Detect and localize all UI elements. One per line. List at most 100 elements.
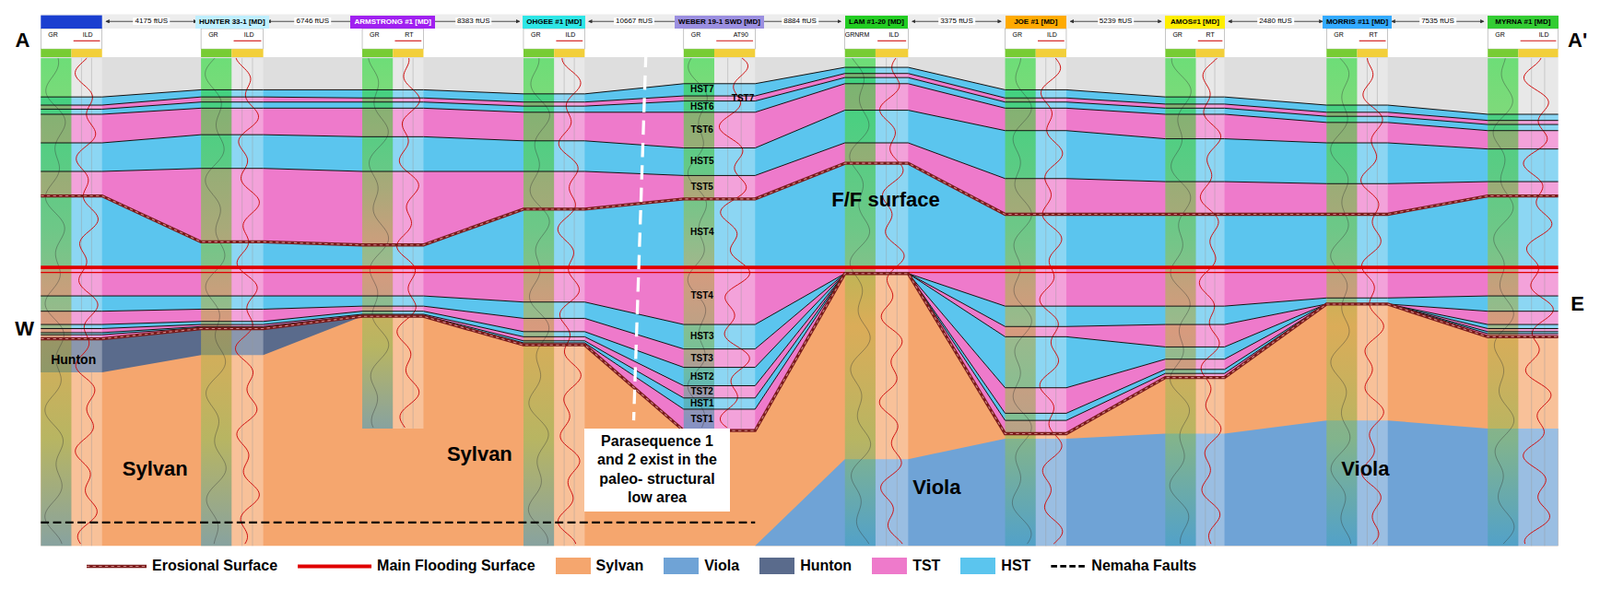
section-end-label: A: [14, 30, 30, 51]
main-flooding-surface: [40, 271, 1558, 273]
resistivity-curve: [718, 58, 750, 428]
gamma-ray-fill: [1164, 58, 1196, 546]
gamma-ray-fill: [1487, 58, 1518, 546]
well-log-track: [40, 58, 102, 546]
well-header: JOE #1 [MD]: [1005, 15, 1067, 29]
color-fill-bar: [71, 48, 103, 58]
scale-line: [234, 40, 262, 42]
grid-line: [727, 58, 729, 429]
well-name: WEBER 19-1 SWD [MD]: [677, 15, 762, 29]
color-fill-bar: [875, 48, 908, 58]
scale-line: [73, 40, 101, 42]
well-header: MORRIS #11 [MD]: [1322, 15, 1392, 29]
grid-line: [896, 58, 898, 546]
section-end-label: A': [1567, 30, 1588, 51]
well-name: MYRNA #1 [MD]: [1490, 15, 1555, 29]
well-name: HUNTER 33-1 [MD]: [198, 15, 267, 29]
curve-name: ILD: [888, 30, 899, 37]
curve-name: ILD: [244, 30, 255, 37]
legend-swatch: [759, 557, 795, 575]
curve-name: ILD: [564, 30, 576, 37]
gamma-ray-fill: [683, 58, 715, 429]
track-header: [200, 28, 264, 49]
resistivity-panel: [1196, 58, 1225, 546]
systems-tract-label: TST4: [690, 291, 713, 301]
curve-name: RT: [1205, 30, 1214, 37]
surface-label: F/F surface: [831, 189, 940, 211]
systems-tract-label: TST7: [731, 94, 754, 104]
curve-name: GRNRM: [845, 30, 870, 37]
well-header-bar: [40, 15, 102, 29]
grid-line: [251, 58, 253, 546]
gamma-ray-curve: [205, 58, 227, 544]
systems-tract-label: HST4: [690, 227, 715, 237]
color-fill-bar: [714, 48, 755, 58]
resistivity-panel: [714, 58, 755, 429]
scale-line: [1037, 40, 1065, 42]
layer-boundary: [40, 142, 1558, 184]
well-distance: 5239 ftUS: [1097, 17, 1135, 25]
gamma-ray-curve: [849, 58, 871, 544]
main-flooding-surface: [40, 265, 1558, 270]
grid-line: [1543, 58, 1545, 546]
resistivity-curve: [235, 58, 259, 544]
grid-line: [1055, 58, 1057, 546]
well-header: WEBER 19-1 SWD [MD]: [674, 15, 765, 29]
curve-name: GR: [47, 30, 59, 37]
resistivity-curve: [1199, 58, 1221, 544]
legend-label: Main Flooding Surface: [376, 558, 536, 574]
resistivity-curve: [879, 58, 905, 544]
scale-line: [394, 40, 422, 42]
legend-label: Nemaha Faults: [1091, 558, 1197, 574]
well-distance: 4175 ftUS: [133, 17, 171, 25]
curve-name: GR: [1333, 30, 1344, 37]
well-log-track: [1487, 58, 1558, 546]
grid-line: [1214, 58, 1216, 546]
track-header: [1326, 28, 1388, 49]
well-header: LAM #1-20 [MD]: [845, 15, 909, 29]
curve-name: AT90: [733, 30, 749, 37]
systems-tract-label: TST6: [690, 125, 713, 135]
curve-name: ILD: [1047, 30, 1058, 37]
erosional-surface: [40, 273, 1558, 435]
gamma-ray-curve: [368, 58, 389, 428]
well-distance: 8884 ftUS: [781, 17, 819, 25]
curve-name: RT: [404, 30, 413, 37]
gamma-ray-curve: [45, 58, 66, 544]
callout-box: Parasequence 1 and 2 exist in the paleo-…: [584, 428, 730, 512]
track-header: [1487, 28, 1558, 49]
well-distance: 3375 ftUS: [938, 17, 976, 25]
layer-boundary: [40, 67, 1558, 115]
track-header: [845, 28, 909, 49]
track-header: [523, 28, 585, 49]
formation-label: Viola: [1341, 458, 1389, 480]
curve-name: GR: [1494, 30, 1506, 37]
well-header: OHGEE #1 [MD]: [522, 15, 586, 29]
resistivity-panel: [1035, 58, 1067, 546]
well-distance: 2480 ftUS: [1257, 17, 1295, 25]
grid-line: [91, 58, 93, 546]
grid-line: [241, 58, 243, 546]
color-fill-bar: [683, 48, 715, 58]
grid-line: [402, 58, 404, 429]
section-end-label: E: [1570, 294, 1585, 315]
scale-line: [555, 40, 583, 42]
grid-line: [741, 58, 742, 429]
track-header: [1164, 28, 1224, 49]
color-fill-bar: [1517, 48, 1558, 58]
erosional-surface-texture: [40, 163, 1558, 246]
grid-line: [1045, 58, 1047, 546]
formation-label: Sylvan: [447, 444, 513, 465]
gamma-ray-fill: [1005, 58, 1036, 546]
well-distance: 6746 ftUS: [294, 17, 332, 25]
curve-name: GR: [1172, 30, 1183, 37]
systems-tract-label: TST3: [690, 353, 713, 364]
systems-tract-label: HST6: [690, 102, 715, 112]
legend-fault-line: [1050, 564, 1086, 568]
well-name: ARMSTRONG #1 [MD]: [352, 15, 433, 29]
color-fill-bar: [1487, 48, 1518, 58]
callout-text: Parasequence 1 and 2 exist in the paleo-…: [588, 432, 726, 508]
gamma-ray-fill: [200, 58, 232, 546]
scale-line: [1359, 40, 1387, 42]
